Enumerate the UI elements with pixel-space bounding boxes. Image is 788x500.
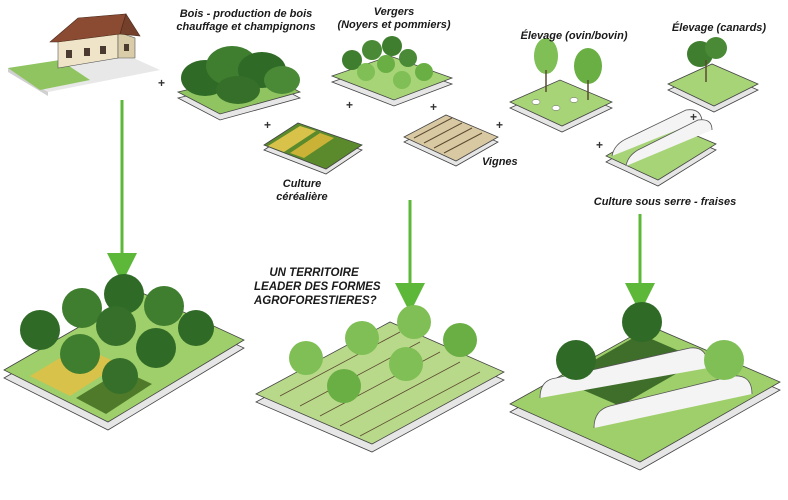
scene-agroforestry-center	[255, 305, 505, 453]
label-vergers-line1: Vergers	[373, 6, 415, 18]
plus-sign: +	[690, 110, 698, 124]
scene-agroforestry-left	[3, 274, 245, 431]
question-line1: UN TERRITOIRE	[269, 267, 359, 279]
label-elevage-canards: Élevage (canards)	[671, 22, 767, 34]
label-vergers-line2: (Noyers et pommiers)	[337, 19, 451, 31]
label-culture-cerealiere: Culture céréalière	[272, 178, 332, 204]
tile-bois	[176, 46, 302, 121]
label-culture-line2: céréalière	[276, 191, 328, 203]
tile-vergers	[330, 36, 454, 107]
plus-sign: +	[346, 98, 354, 112]
tile-vignes	[403, 114, 499, 167]
label-vignes: Vignes	[482, 156, 518, 168]
tile-serre	[605, 109, 717, 187]
label-vergers: Vergers (Noyers et pommiers)	[334, 6, 454, 32]
label-bois-line1: Bois - production de bois	[179, 8, 313, 20]
tile-culture-cerealiere	[263, 122, 363, 175]
plus-sign: +	[430, 100, 438, 114]
question-text: UN TERRITOIRE LEADER DES FORMES AGROFORE…	[254, 266, 381, 308]
scene-agroforestry-right	[509, 302, 781, 471]
label-elevage-ovin: Élevage (ovin/bovin)	[520, 30, 628, 42]
plus-sign: +	[264, 118, 272, 132]
tile-elevage-canards	[667, 37, 759, 113]
label-bois-line2: chauffage et champignons	[176, 21, 316, 33]
label-culture-line1: Culture	[282, 178, 322, 190]
question-line3: AGROFORESTIERES?	[254, 295, 377, 307]
plus-sign: +	[596, 138, 604, 152]
farmhouse-illustration	[8, 13, 160, 96]
question-line2: LEADER DES FORMES	[254, 281, 381, 293]
tile-elevage-ovin	[509, 38, 613, 133]
plus-sign: +	[496, 118, 504, 132]
plus-sign: +	[158, 76, 166, 90]
label-culture-serre: Culture sous serre - fraises	[593, 196, 737, 208]
label-bois: Bois - production de bois chauffage et c…	[176, 8, 316, 34]
